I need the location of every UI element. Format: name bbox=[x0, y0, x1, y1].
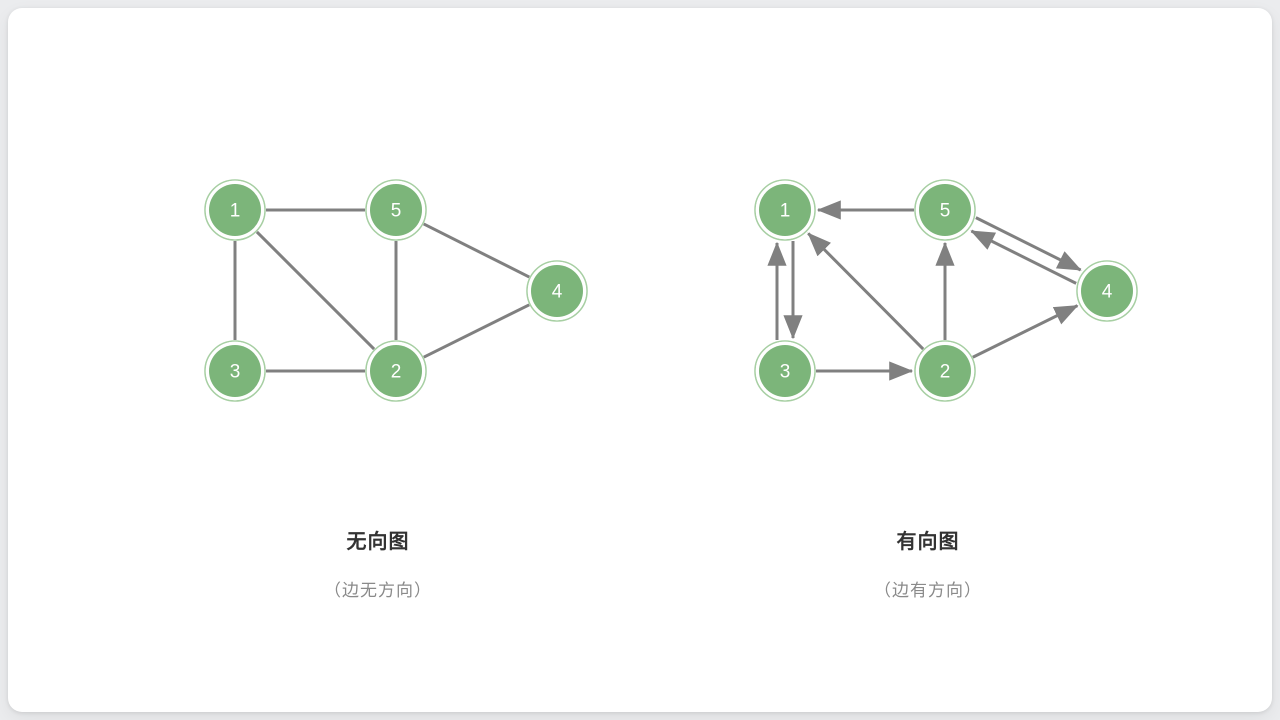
graph-node-label: 5 bbox=[391, 201, 402, 222]
undirected-title: 无向图 bbox=[346, 531, 410, 553]
graph-node-label: 1 bbox=[780, 201, 791, 222]
graph-node-3: 3 bbox=[754, 340, 816, 402]
graph-diagram-canvas: 1 5 4 3 2 1 5 4 3 2 bbox=[204, 179, 1138, 402]
graph-node-3: 3 bbox=[204, 340, 266, 402]
graph-node-label: 4 bbox=[552, 282, 563, 303]
graph-node-4: 4 bbox=[1076, 260, 1138, 322]
edges-layer bbox=[233, 200, 1082, 381]
graph-figure: 1 5 4 3 2 1 5 4 3 2 无向图 （边无方向） 有向图 （边有方向） bbox=[8, 8, 1272, 712]
graph-edge-2-4 bbox=[972, 304, 1079, 359]
graph-edge-4-5 bbox=[970, 229, 1077, 285]
graph-node-label: 3 bbox=[230, 362, 241, 383]
directed-subtitle: （边有方向） bbox=[874, 581, 982, 600]
graph-node-2: 2 bbox=[365, 340, 427, 402]
graph-node-5: 5 bbox=[365, 179, 427, 241]
directed-caption: 有向图 （边有方向） bbox=[768, 528, 1088, 604]
directed-title: 有向图 bbox=[896, 531, 960, 553]
graph-node-2: 2 bbox=[914, 340, 976, 402]
graph-edge-1-2 bbox=[255, 230, 376, 351]
graph-node-label: 5 bbox=[940, 201, 951, 222]
undirected-subtitle: （边无方向） bbox=[324, 581, 432, 600]
undirected-caption: 无向图 （边无方向） bbox=[218, 528, 538, 604]
graph-edge-2-4 bbox=[423, 303, 530, 359]
graph-node-label: 2 bbox=[940, 362, 951, 383]
nodes-layer: 1 5 4 3 2 1 5 4 3 2 bbox=[204, 179, 1138, 402]
graph-node-label: 1 bbox=[230, 201, 241, 222]
graph-node-1: 1 bbox=[754, 179, 816, 241]
graph-edge-5-4 bbox=[975, 216, 1082, 272]
graph-edge-5-4 bbox=[423, 222, 530, 279]
graph-node-label: 2 bbox=[391, 362, 402, 383]
figure-card: 1 5 4 3 2 1 5 4 3 2 无向图 （边无方向） 有向图 （边有方向） bbox=[8, 8, 1272, 712]
graph-node-label: 4 bbox=[1102, 282, 1113, 303]
graph-node-1: 1 bbox=[204, 179, 266, 241]
graph-node-5: 5 bbox=[914, 179, 976, 241]
graph-node-4: 4 bbox=[526, 260, 588, 322]
graph-node-label: 3 bbox=[780, 362, 791, 383]
graph-edge-2-1 bbox=[807, 232, 925, 351]
